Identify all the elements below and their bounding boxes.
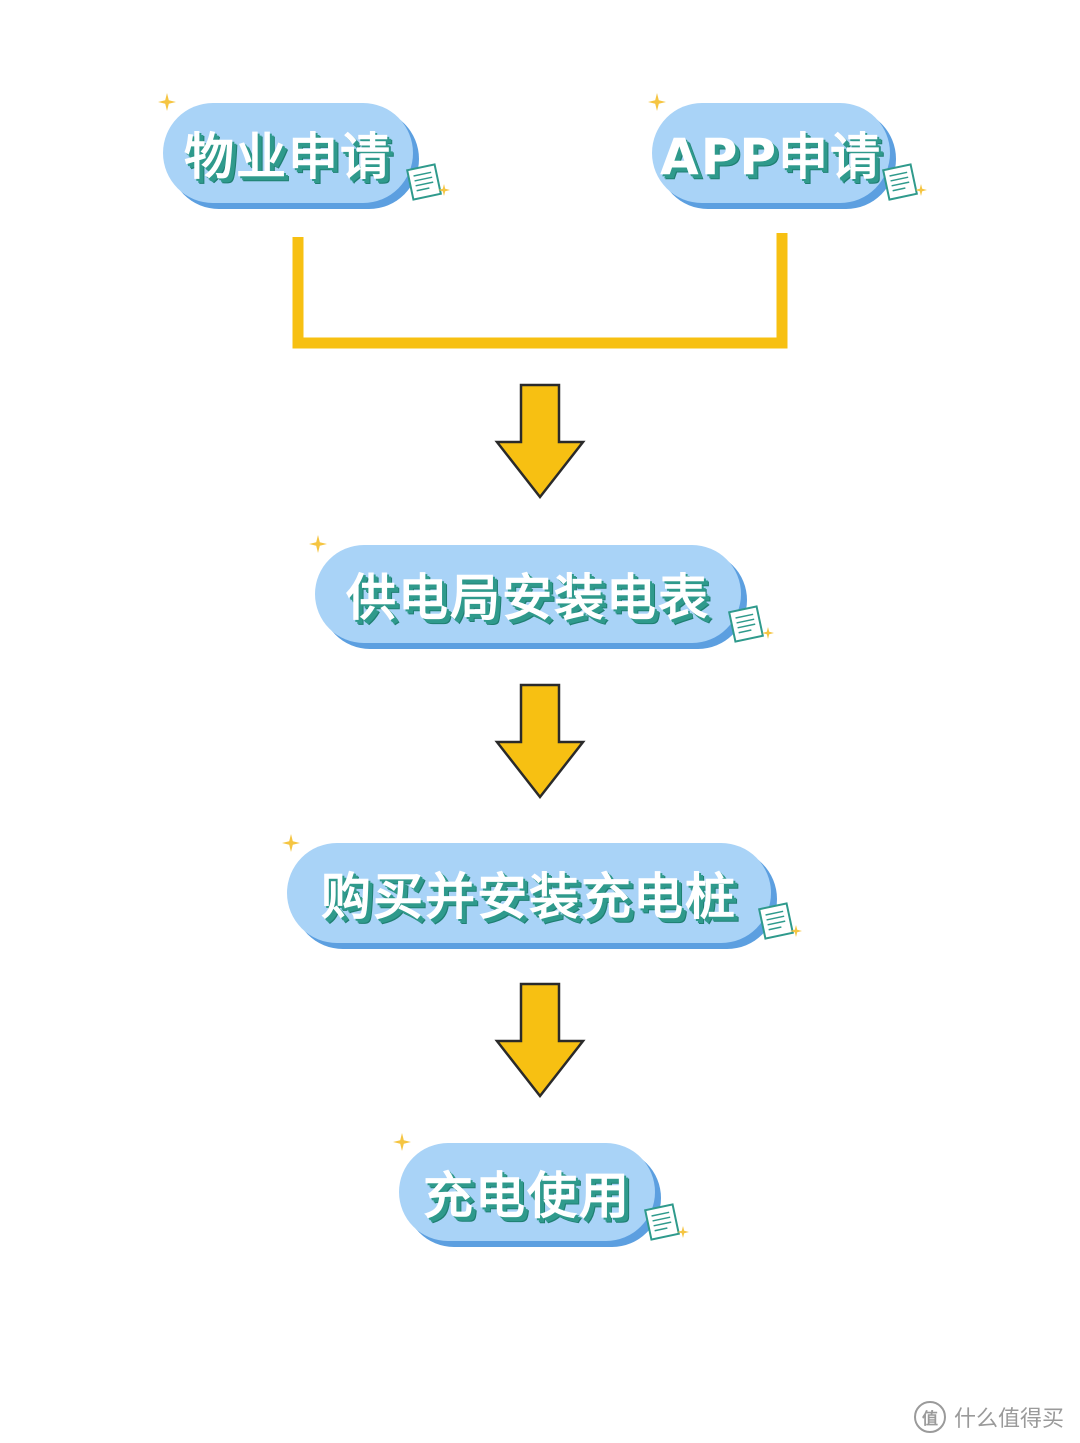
down-arrow-icon [494, 683, 586, 800]
down-arrow-icon [494, 383, 586, 500]
node-label: 物业申请 [184, 128, 392, 186]
watermark-logo-icon: 值 [913, 1401, 946, 1433]
sparkle-icon [677, 1226, 689, 1238]
sparkle-icon [648, 93, 666, 111]
sparkle-icon [790, 925, 802, 937]
node-label: 充电使用 [423, 1167, 631, 1225]
node-label: 供电局安装电表 [346, 569, 710, 627]
node-property-application: 物业申请 [163, 103, 413, 203]
watermark: 值 什么值得买 [913, 1401, 1064, 1433]
sparkle-icon [158, 93, 176, 111]
node-app-application: APP申请 [652, 103, 890, 203]
sparkle-icon [309, 535, 327, 553]
sparkle-icon [393, 1133, 411, 1151]
sparkle-icon [282, 834, 300, 852]
sparkle-icon [438, 184, 450, 196]
node-buy-install-charger: 购买并安装充电桩 [287, 843, 771, 943]
document-icon [882, 163, 918, 201]
merge-connector-line [292, 233, 788, 349]
node-charging-use: 充电使用 [399, 1143, 655, 1241]
down-arrow-icon [494, 982, 586, 1099]
document-icon [406, 163, 442, 201]
node-label: APP申请 [660, 128, 882, 186]
document-icon [644, 1203, 680, 1241]
sparkle-icon [915, 184, 927, 196]
document-icon [728, 605, 764, 643]
node-label: 购买并安装充电桩 [321, 868, 737, 926]
watermark-text: 什么值得买 [953, 1407, 1064, 1432]
sparkle-icon [762, 627, 774, 639]
document-icon [758, 902, 794, 940]
node-power-bureau-meter: 供电局安装电表 [315, 545, 741, 643]
